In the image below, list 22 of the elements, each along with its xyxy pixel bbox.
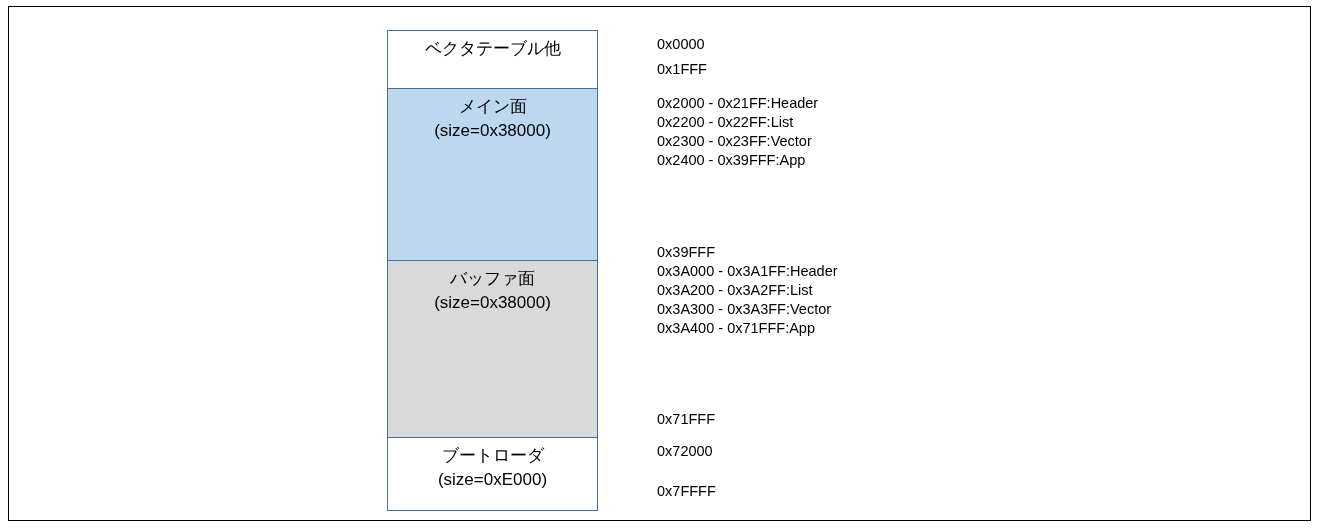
- address-label: 0x0000: [657, 36, 705, 53]
- address-label: 0x3A300 - 0x3A3FF:Vector: [657, 301, 832, 318]
- region-label: メイン面 (size=0x38000): [433, 96, 552, 142]
- address-label: 0x3A400 - 0x71FFF:App: [657, 320, 815, 337]
- memory-region: [387, 437, 598, 511]
- memory-region: [387, 260, 598, 438]
- address-label: 0x2200 - 0x22FF:List: [657, 114, 794, 131]
- region-label: ベクタテーブル他: [423, 38, 562, 60]
- memory-region: [387, 30, 598, 89]
- address-label: 0x3A000 - 0x3A1FF:Header: [657, 263, 838, 280]
- address-label: 0x39FFF: [657, 244, 715, 261]
- address-label: 0x2400 - 0x39FFF:App: [657, 152, 806, 169]
- memory-region: [387, 88, 598, 261]
- address-label: 0x2000 - 0x21FF:Header: [657, 95, 819, 112]
- region-label: バッファ面 (size=0x38000): [433, 268, 552, 314]
- address-label: 0x7FFFF: [657, 483, 716, 500]
- region-label: ブートローダ (size=0xE000): [436, 445, 549, 491]
- address-label: 0x72000: [657, 443, 713, 460]
- address-label: 0x3A200 - 0x3A2FF:List: [657, 282, 813, 299]
- address-label: 0x1FFF: [657, 61, 707, 78]
- address-label: 0x2300 - 0x23FF:Vector: [657, 133, 812, 150]
- address-label: 0x71FFF: [657, 411, 715, 428]
